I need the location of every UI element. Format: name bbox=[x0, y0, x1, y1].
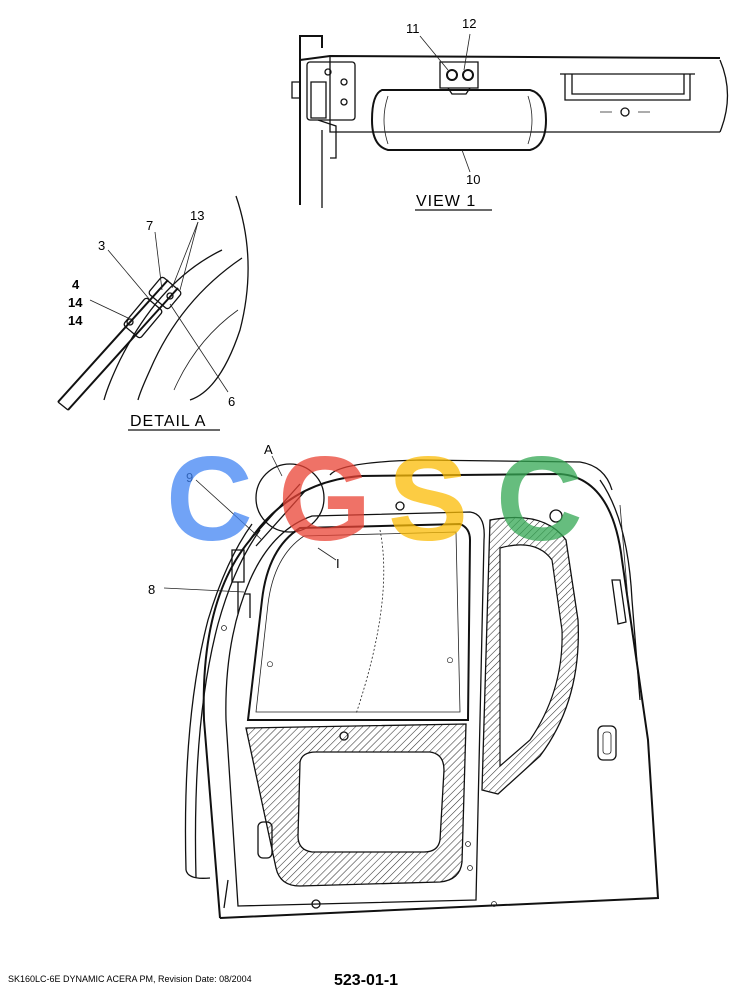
footer-page-code: 523-01-1 bbox=[334, 972, 399, 989]
glass-mark-left: ○ bbox=[266, 656, 274, 671]
watermark-letter-g: G bbox=[278, 432, 371, 566]
callout-i: I bbox=[336, 556, 340, 571]
callout-13: 14 bbox=[68, 295, 83, 310]
cgsc-watermark: C G S C bbox=[166, 432, 583, 566]
watermark-letter-c2: C bbox=[496, 432, 583, 566]
detail-a-caption: DETAIL A bbox=[130, 413, 206, 430]
watermark-letter-c1: C bbox=[166, 432, 253, 566]
callout-4: 4 bbox=[72, 277, 80, 292]
view-1-caption: VIEW 1 bbox=[416, 193, 476, 210]
glass-mark-right: ○ bbox=[446, 652, 454, 667]
view-1-drawing bbox=[291, 33, 729, 211]
callout-12: 12 bbox=[462, 16, 476, 31]
callout-6: 7 bbox=[146, 218, 153, 233]
callout-9: 9 bbox=[186, 470, 193, 485]
callout-14: 14 bbox=[68, 313, 83, 328]
callout-3: 3 bbox=[98, 238, 105, 253]
callout-11: 11 bbox=[406, 21, 420, 36]
callout-10: 10 bbox=[466, 172, 480, 187]
door-assembly-drawing: ○ ○ bbox=[163, 455, 660, 919]
callout-5: 6 bbox=[228, 394, 235, 409]
watermark-letter-s: S bbox=[388, 432, 468, 566]
callout-8: 8 bbox=[148, 582, 155, 597]
detail-a-drawing bbox=[57, 195, 249, 431]
callout-7: 13 bbox=[190, 208, 204, 223]
callout-a: A bbox=[264, 442, 273, 457]
footer-model-info: SK160LC-6E DYNAMIC ACERA PM, Revision Da… bbox=[8, 974, 252, 984]
